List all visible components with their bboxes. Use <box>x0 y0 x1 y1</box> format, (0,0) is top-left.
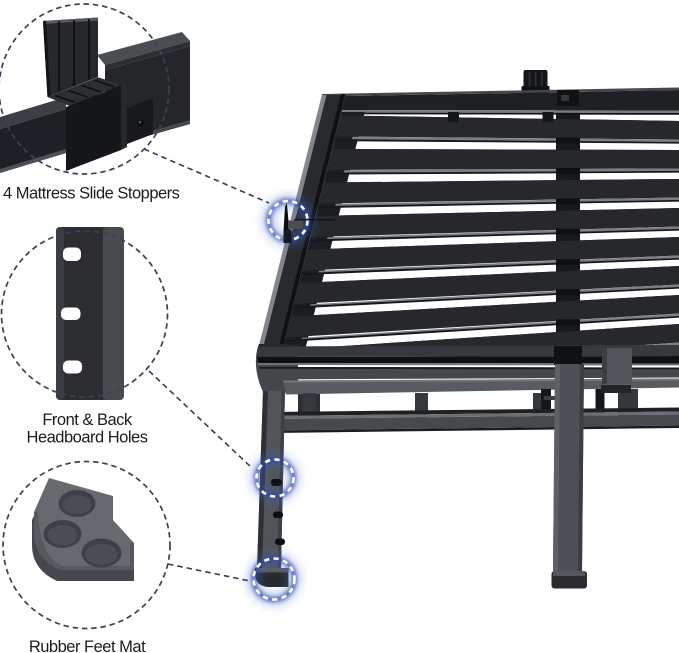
svg-text:Headboard Holes: Headboard Holes <box>27 429 148 447</box>
svg-text:Rubber Feet Mat: Rubber Feet Mat <box>29 638 146 653</box>
svg-text:Front & Back: Front & Back <box>42 411 133 429</box>
svg-text:4 Mattress Slide Stoppers: 4 Mattress Slide Stoppers <box>3 185 180 203</box>
